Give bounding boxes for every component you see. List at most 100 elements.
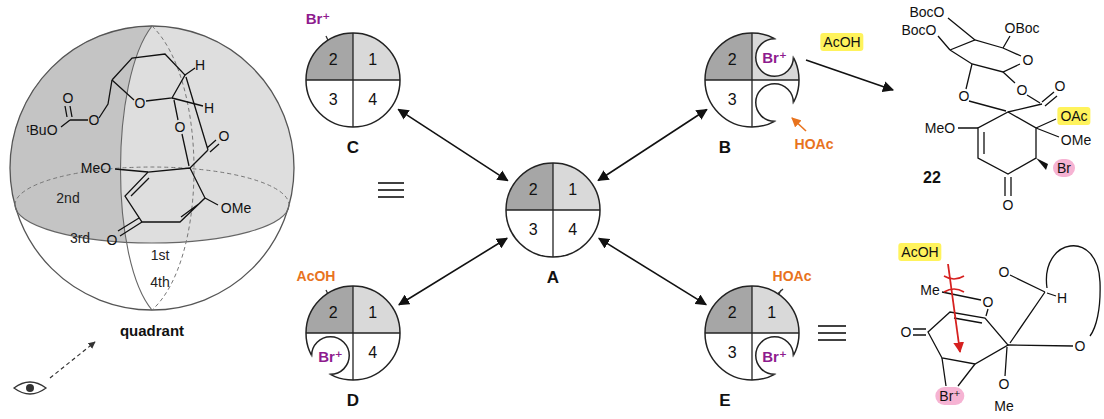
state-letter: E bbox=[719, 392, 730, 409]
atom-label: MeO bbox=[925, 121, 955, 135]
reagent-label: AcOH bbox=[297, 269, 336, 283]
quadrant-name: 2nd bbox=[56, 191, 79, 205]
bromine-highlight: Br⁺ bbox=[935, 387, 964, 405]
quadrant-number: 2 bbox=[329, 52, 338, 68]
quadrant-number: 1 bbox=[568, 182, 577, 198]
equivalence-sign bbox=[818, 325, 846, 327]
viewer-eye bbox=[14, 382, 46, 394]
circle-outline bbox=[306, 33, 400, 127]
quadrant-number: 2 bbox=[728, 305, 737, 321]
quadrant-number: 1 bbox=[767, 305, 776, 321]
quadrant-circle: 2134A bbox=[506, 163, 600, 257]
quadrant-circle: 21Br⁺4D bbox=[306, 286, 400, 380]
sphere-molecule bbox=[115, 169, 218, 236]
state-letter: C bbox=[347, 139, 359, 156]
sphere-molecule bbox=[112, 54, 185, 101]
binding-pocket bbox=[756, 337, 794, 375]
reaction-arrow bbox=[806, 60, 893, 90]
bromonium-label: Br⁺ bbox=[762, 50, 787, 65]
atom-label: O bbox=[999, 265, 1010, 279]
reagent-highlight: OAc bbox=[1057, 107, 1090, 125]
atom-label: BocO bbox=[901, 23, 936, 37]
compound-22 bbox=[1003, 72, 1057, 112]
compound-22 bbox=[1036, 158, 1048, 170]
state-letter: D bbox=[347, 392, 359, 409]
viewer-eye bbox=[26, 384, 34, 392]
reaction-arrow bbox=[792, 118, 806, 131]
equilibrium-arrow bbox=[598, 110, 707, 181]
quadrant-number: 2 bbox=[329, 305, 338, 321]
binding-pocket bbox=[756, 84, 794, 122]
atom-label: O bbox=[1017, 83, 1028, 97]
compound-22 bbox=[938, 18, 1059, 196]
quadrant-fill bbox=[752, 33, 799, 80]
equivalence-sign bbox=[378, 196, 404, 198]
atom-label: O bbox=[1075, 339, 1086, 353]
compound-number: 22 bbox=[923, 170, 941, 186]
quadrant-sphere bbox=[10, 26, 294, 310]
quadrant-name: 4th bbox=[150, 275, 169, 289]
quadrant-number: 4 bbox=[368, 345, 377, 361]
quadrant-number: 1 bbox=[368, 52, 377, 68]
reaction-arrow bbox=[792, 60, 893, 131]
compound-22 bbox=[966, 64, 1006, 111]
transition-structure bbox=[913, 329, 926, 335]
transition-structure bbox=[913, 246, 1100, 386]
quadrant-circle: 2Br⁺3B bbox=[705, 33, 799, 127]
quadrant-name: 3rd bbox=[70, 231, 90, 245]
sphere-molecule bbox=[61, 80, 112, 127]
atom-label: OBoc bbox=[1004, 21, 1039, 35]
compound-22 bbox=[938, 18, 1010, 50]
transition-structure bbox=[942, 358, 975, 386]
quadrant-sphere bbox=[121, 26, 153, 310]
reagent-label: HOAc bbox=[795, 137, 834, 151]
equilibrium-arrow bbox=[398, 109, 507, 180]
circle-outline bbox=[306, 286, 400, 380]
equivalence-sign bbox=[378, 183, 846, 340]
quadrant-divider bbox=[751, 33, 752, 127]
transition-structure bbox=[942, 292, 988, 316]
compound-22 bbox=[978, 112, 1036, 174]
binding-pocket bbox=[312, 337, 350, 375]
atom-label: Me bbox=[920, 283, 939, 297]
atom-label: OMe bbox=[1061, 133, 1091, 147]
atom-label: O bbox=[175, 120, 186, 134]
sphere-molecule bbox=[186, 77, 219, 168]
sphere-molecule bbox=[61, 54, 219, 236]
quadrant-number: 4 bbox=[368, 92, 377, 108]
equivalence-sign bbox=[378, 182, 404, 184]
reagent-label: HOAc bbox=[773, 269, 812, 283]
quadrant-divider bbox=[352, 33, 353, 127]
atom-label: O bbox=[135, 96, 146, 110]
atom-label: O bbox=[89, 113, 100, 127]
quadrant-disc bbox=[304, 31, 402, 129]
quadrant-divider bbox=[751, 286, 752, 380]
equivalence-sign bbox=[818, 332, 846, 334]
reagent-highlight: AcOH bbox=[820, 33, 863, 51]
quadrant-number: 4 bbox=[568, 222, 577, 238]
quadrant-name: 1st bbox=[151, 248, 170, 262]
compound-22 bbox=[958, 119, 1059, 196]
quadrant-circle: 2134C bbox=[306, 33, 400, 127]
compound-22 bbox=[950, 40, 1021, 72]
atom-label: O bbox=[63, 91, 74, 105]
state-letter: A bbox=[547, 269, 559, 286]
atom-label: O bbox=[1003, 198, 1014, 212]
quadrant-circle: 213Br⁺E bbox=[705, 286, 799, 380]
binding-pocket bbox=[756, 84, 794, 122]
atom-label: ᵗBuO bbox=[26, 123, 57, 137]
atom-label: H bbox=[195, 58, 205, 72]
atom-label: O bbox=[1023, 53, 1034, 67]
quadrant-fill bbox=[306, 333, 353, 380]
atom-label: O bbox=[959, 89, 970, 103]
quadrant-number: 3 bbox=[529, 222, 538, 238]
state-letter: B bbox=[719, 139, 731, 156]
binding-pocket bbox=[756, 39, 794, 77]
bromine-highlight: Br bbox=[1053, 159, 1075, 177]
binding-pocket bbox=[756, 39, 794, 77]
quadrant-number: 3 bbox=[728, 345, 737, 361]
quadrant-sphere bbox=[15, 167, 289, 205]
viewer-eye bbox=[14, 342, 95, 394]
transition-structure bbox=[1005, 275, 1073, 376]
clash-arrow bbox=[944, 276, 964, 292]
